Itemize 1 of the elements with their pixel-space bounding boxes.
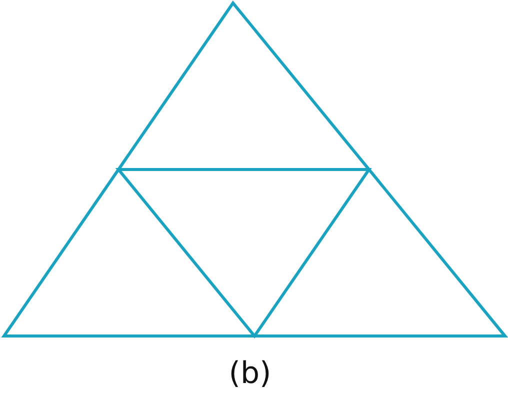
figure-caption: (b) [228,356,272,391]
